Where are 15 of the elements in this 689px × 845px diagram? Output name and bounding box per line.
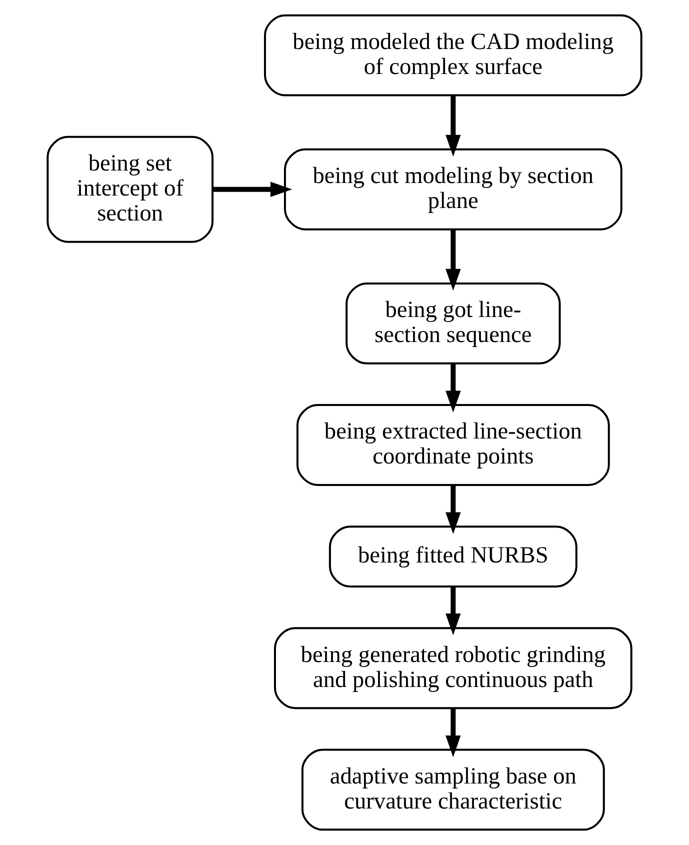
node-box: adaptive sampling base on curvature characteristic xyxy=(301,748,605,831)
arrow xyxy=(212,182,292,197)
node-box: being cut modeling by section plane xyxy=(284,148,622,230)
node-box: being got line-section sequence xyxy=(346,282,561,364)
arrow xyxy=(446,708,461,758)
node-box: being fitted NURBS xyxy=(328,526,578,588)
node-box: being modeled the CAD modeling of complex surface xyxy=(264,14,642,96)
arrow xyxy=(446,230,461,291)
node-box: being set intercept of section xyxy=(46,136,214,243)
arrow xyxy=(446,586,461,636)
arrow xyxy=(446,485,461,534)
arrow xyxy=(446,95,461,157)
node-box: being extracted line-section coordinate points xyxy=(296,404,610,486)
node-box: being generated robotic grinding and polishing continuous path xyxy=(274,627,632,710)
arrow xyxy=(446,364,461,412)
